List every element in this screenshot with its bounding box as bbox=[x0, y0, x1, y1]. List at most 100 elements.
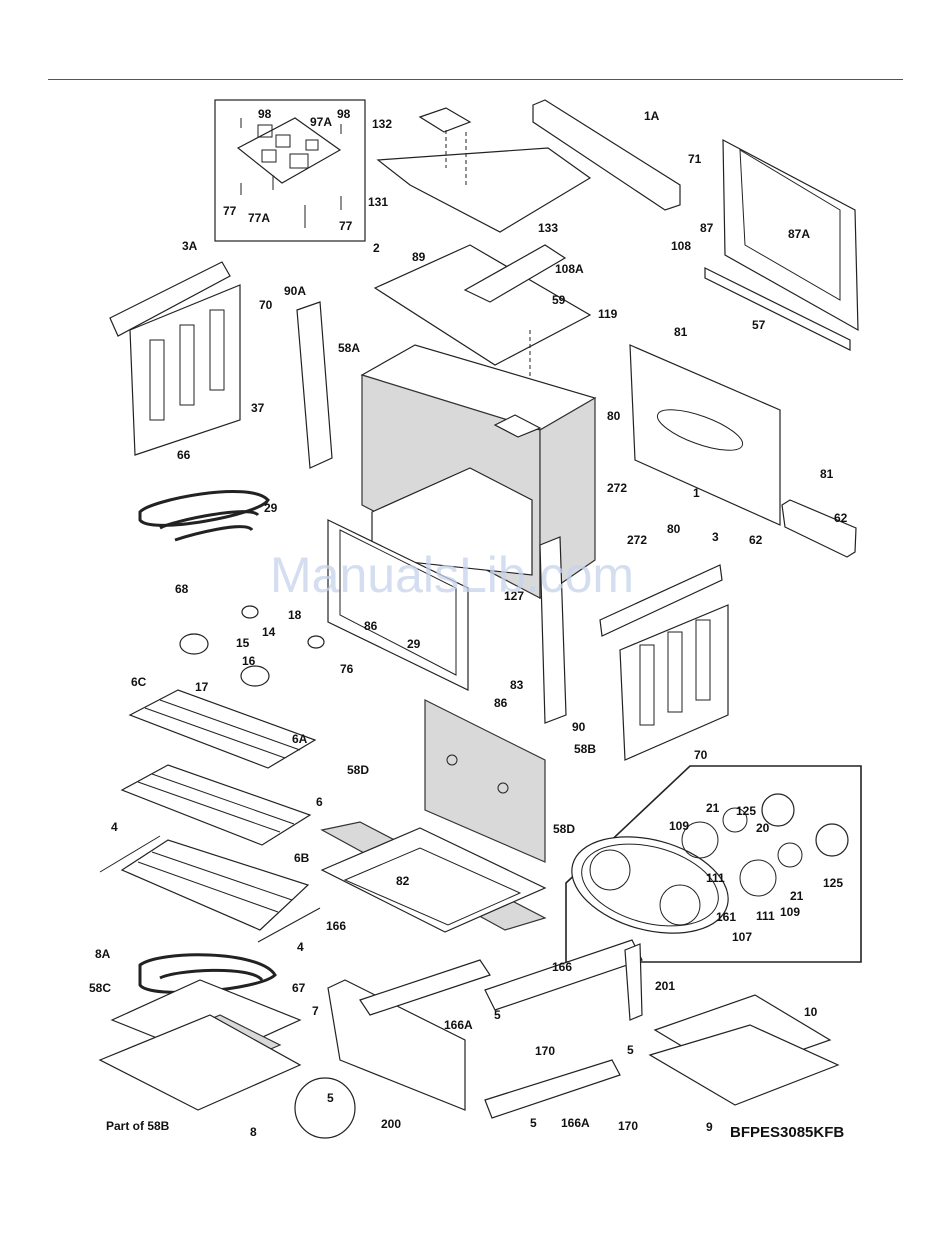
part-label: 15 bbox=[236, 636, 250, 650]
part-label: 86 bbox=[364, 619, 378, 633]
door-frame bbox=[327, 519, 546, 863]
part-label: 77A bbox=[248, 211, 270, 225]
part-label: 18 bbox=[288, 608, 302, 622]
part-label: 98 bbox=[258, 107, 272, 121]
part-label: 62 bbox=[834, 511, 848, 525]
part-label: 58D bbox=[553, 822, 575, 836]
part-label: 21 bbox=[706, 801, 720, 815]
part-label: 111 bbox=[756, 909, 775, 923]
part-label: 119 bbox=[598, 307, 618, 321]
part-label: 87 bbox=[700, 221, 714, 235]
part-label: 5 bbox=[327, 1091, 334, 1105]
part-label: 5 bbox=[494, 1008, 501, 1022]
part-label: 90A bbox=[284, 284, 306, 298]
part-label: 81 bbox=[820, 467, 834, 481]
control-board-inset bbox=[214, 99, 366, 242]
part-label: 66 bbox=[177, 448, 191, 462]
part-label: 9 bbox=[706, 1120, 713, 1134]
part-label: 8A bbox=[95, 947, 111, 961]
part-label: 29 bbox=[407, 637, 421, 651]
part-label: 125 bbox=[736, 804, 756, 818]
part-label: 166A bbox=[561, 1116, 590, 1130]
part-label: 131 bbox=[368, 195, 388, 209]
part-label: 272 bbox=[627, 533, 647, 547]
part-label: 70 bbox=[694, 748, 708, 762]
part-label: 166 bbox=[552, 960, 572, 974]
part-label: 29 bbox=[264, 501, 278, 515]
part-label: 161 bbox=[716, 910, 736, 924]
watermark: ManualsLib.com bbox=[270, 547, 634, 603]
part-label: 58C bbox=[89, 981, 111, 995]
part-label: 166A bbox=[444, 1018, 473, 1032]
part-label: 97A bbox=[310, 115, 332, 129]
part-label: 20 bbox=[756, 821, 770, 835]
part-label: 10 bbox=[804, 1005, 818, 1019]
part-label: 127 bbox=[504, 589, 524, 603]
top-rule bbox=[48, 79, 903, 80]
part-label: 200 bbox=[381, 1117, 401, 1131]
part-label: 272 bbox=[607, 481, 627, 495]
model-code: BFPES3085KFB bbox=[730, 1124, 844, 1141]
part-label: 68 bbox=[175, 582, 189, 596]
part-label: 3A bbox=[182, 239, 198, 253]
part-label: 16 bbox=[242, 654, 256, 668]
part-label: 58A bbox=[338, 341, 360, 355]
part-label: 125 bbox=[823, 876, 843, 890]
part-label: 6B bbox=[294, 851, 310, 865]
part-label: 1A bbox=[644, 109, 660, 123]
part-label: 67 bbox=[292, 981, 306, 995]
part-label: 4 bbox=[111, 820, 118, 834]
part-label: 4 bbox=[297, 940, 304, 954]
part-label: 5 bbox=[627, 1043, 634, 1057]
part-label: 37 bbox=[251, 401, 265, 415]
part-label: 77 bbox=[223, 204, 237, 218]
part-label: 8 bbox=[250, 1125, 257, 1139]
part-label: 70 bbox=[259, 298, 273, 312]
part-label: 170 bbox=[535, 1044, 555, 1058]
part-label: 111 bbox=[706, 871, 725, 885]
part-label: Part of 58B bbox=[106, 1119, 170, 1133]
lamps bbox=[179, 605, 325, 687]
part-label: 132 bbox=[372, 117, 392, 131]
part-label: 108A bbox=[555, 262, 584, 276]
part-label: 107 bbox=[732, 930, 752, 944]
part-label: 6A bbox=[292, 732, 308, 746]
part-label: 62 bbox=[749, 533, 763, 547]
part-label: 87A bbox=[788, 227, 810, 241]
part-label: 80 bbox=[667, 522, 681, 536]
part-label: 108 bbox=[671, 239, 691, 253]
part-label: 80 bbox=[607, 409, 621, 423]
part-label: 81 bbox=[674, 325, 688, 339]
part-label: 7 bbox=[312, 1004, 319, 1018]
part-label: 82 bbox=[396, 874, 410, 888]
part-label: 71 bbox=[688, 152, 702, 166]
heating-elements bbox=[138, 490, 277, 994]
part-label: 77 bbox=[339, 219, 353, 233]
part-label: 14 bbox=[262, 625, 276, 639]
top-panels bbox=[373, 99, 681, 430]
part-label: 76 bbox=[340, 662, 354, 676]
bottom-panels bbox=[98, 499, 857, 1139]
part-label: 201 bbox=[655, 979, 675, 993]
lower-frame-and-drawer bbox=[320, 821, 643, 1119]
part-label: 5 bbox=[530, 1116, 537, 1130]
part-label: 109 bbox=[780, 905, 800, 919]
oven-racks bbox=[99, 689, 321, 943]
part-label: 98 bbox=[337, 107, 351, 121]
part-label: 59 bbox=[552, 293, 566, 307]
part-label: 133 bbox=[538, 221, 558, 235]
part-label: 166 bbox=[326, 919, 346, 933]
left-side-panels bbox=[109, 261, 333, 469]
part-label: 58D bbox=[347, 763, 369, 777]
part-label: 86 bbox=[494, 696, 508, 710]
part-label: 21 bbox=[790, 889, 804, 903]
part-label: 90 bbox=[572, 720, 586, 734]
part-label: 58B bbox=[574, 742, 596, 756]
part-label: 6C bbox=[131, 675, 147, 689]
part-label: 17 bbox=[195, 680, 209, 694]
part-label: 3 bbox=[712, 530, 719, 544]
rear-panels bbox=[629, 138, 859, 526]
convection-fan-inset bbox=[565, 765, 862, 963]
